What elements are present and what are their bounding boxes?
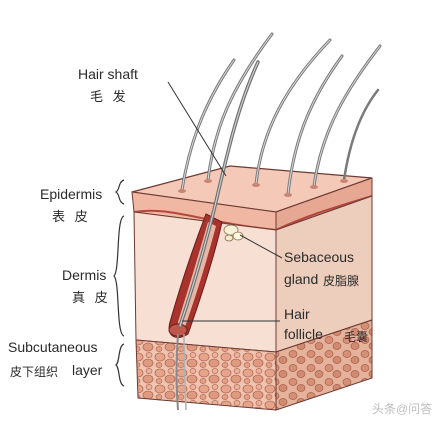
sebaceous-label: Sebaceous [284, 249, 355, 265]
dermis-label: Dermis [62, 267, 107, 283]
leader-lines [167, 81, 283, 322]
hair-shaft-leader [167, 81, 227, 177]
epidermis-brace [114, 179, 125, 205]
follicle-root-vessel [175, 333, 187, 411]
subcutaneous-front [135, 339, 277, 411]
hair-shaft-label-zh: 毛 发 [90, 89, 129, 104]
subcutaneous-label: Subcutaneous [8, 339, 98, 355]
dermis-brace [113, 215, 125, 337]
follicle-label-zh: 毛囊 [344, 330, 369, 344]
sebaceous-label-zh: 皮脂腺 [323, 274, 360, 288]
epidermis-label-zh: 表 皮 [52, 209, 91, 224]
sebaceous-gland [223, 224, 244, 242]
hair-shafts [180, 32, 382, 196]
hair-pores [178, 179, 348, 197]
sebaceous-label-gland: gland [284, 271, 319, 287]
subcutaneous-label-layer: layer [72, 362, 103, 378]
watermark: 头条@问答 [372, 402, 433, 416]
hair-shaft-label: Hair shaft [78, 66, 138, 82]
subcutaneous-side [275, 319, 373, 411]
dermis-label-zh: 真 皮 [72, 290, 111, 305]
braces [113, 179, 125, 387]
follicle-label: Hair [284, 306, 310, 322]
subcutaneous-label-zh: 皮下组织 [10, 365, 59, 379]
epidermis-label: Epidermis [40, 186, 103, 202]
subcutaneous-brace [115, 343, 125, 387]
follicle-label-follicle: follicle [284, 326, 323, 342]
hair-in-follicle [178, 60, 260, 328]
sebaceous-leader [239, 234, 283, 259]
